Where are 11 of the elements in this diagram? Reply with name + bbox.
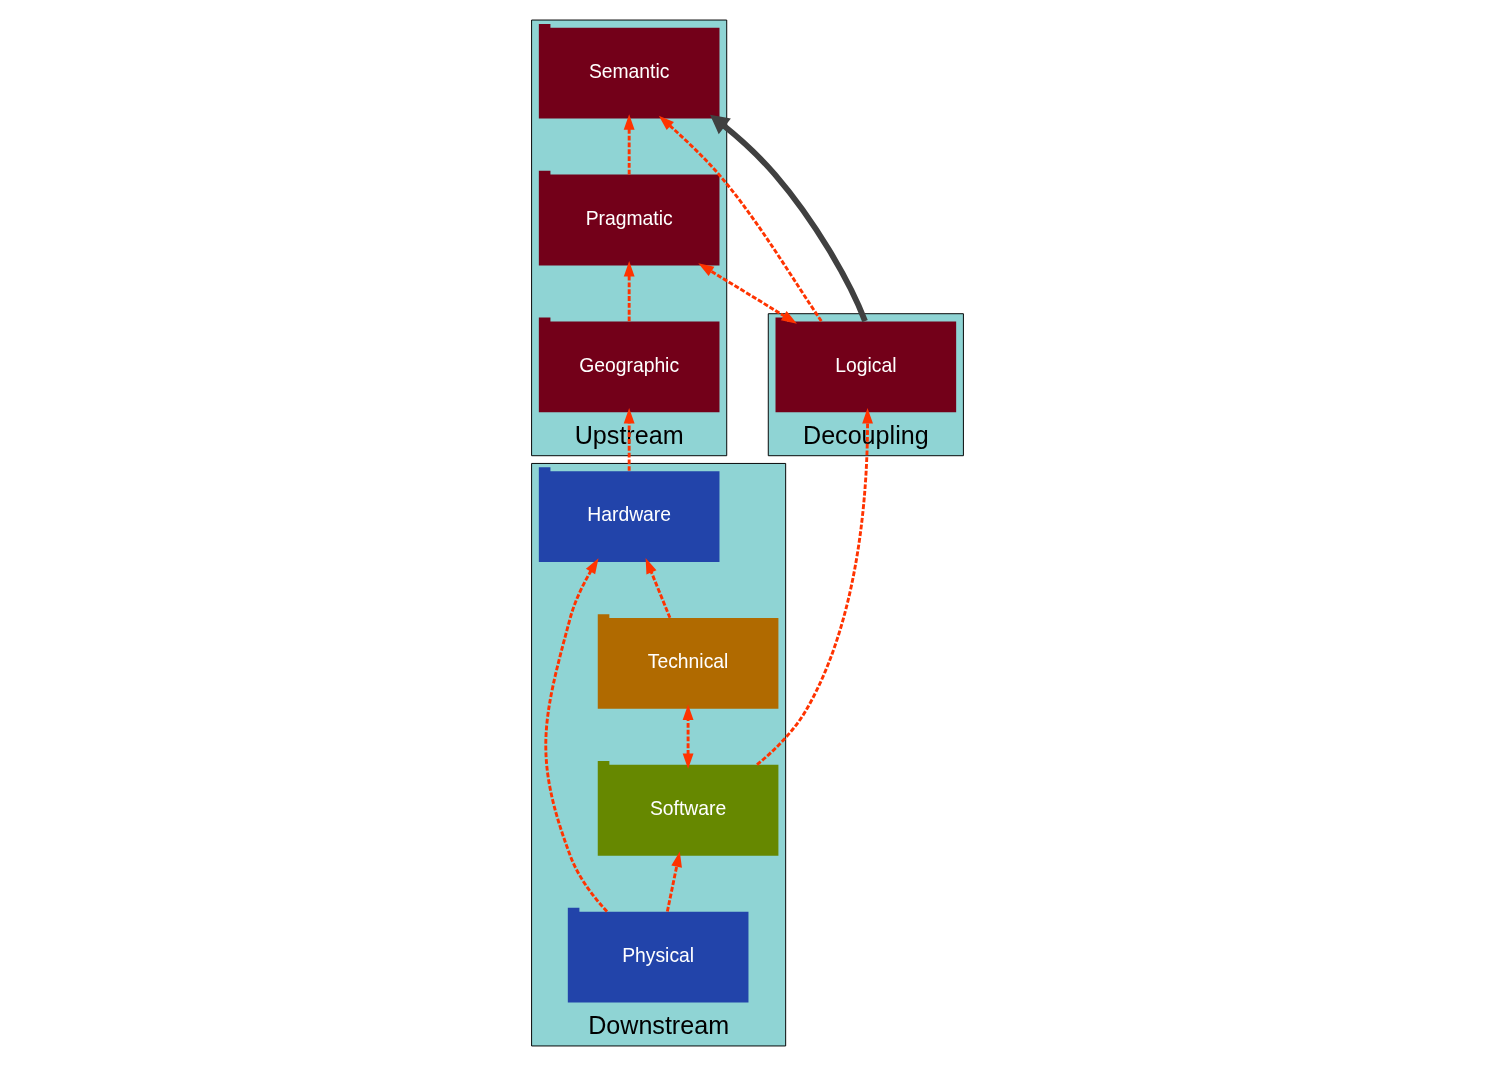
arrow: [645, 558, 672, 619]
arrow: [658, 115, 823, 322]
arrow: [623, 114, 635, 175]
arrow: [756, 408, 873, 766]
arrow: [623, 408, 635, 471]
arrow: [544, 558, 609, 913]
arrow: [698, 263, 797, 324]
arrow: [623, 261, 635, 322]
arrow: [682, 704, 694, 769]
arrow: [710, 114, 868, 323]
arrow: [665, 851, 682, 912]
